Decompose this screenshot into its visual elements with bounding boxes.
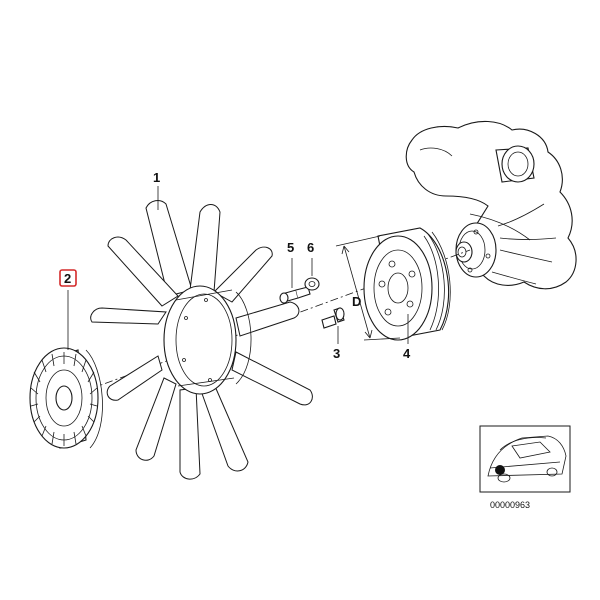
location-marker-dot xyxy=(495,465,505,475)
viscous-fan-clutch xyxy=(29,347,103,449)
callout-1: 1 xyxy=(153,170,160,185)
vehicle-location-inset xyxy=(479,425,571,493)
screw xyxy=(279,286,311,304)
water-pump-outlet xyxy=(495,145,535,183)
clutch-cooling-fins xyxy=(30,352,98,446)
callout-2: 2 xyxy=(64,271,71,286)
callout-2-highlight-box xyxy=(59,269,77,287)
fan xyxy=(90,200,313,480)
bolt xyxy=(321,307,345,329)
pulley xyxy=(363,227,451,341)
inset-reference-code: 00000963 xyxy=(490,500,530,510)
washer xyxy=(304,277,320,291)
water-pump-flange xyxy=(455,222,497,278)
callout-dimension-d: D xyxy=(352,294,361,309)
callout-4: 4 xyxy=(403,346,411,361)
dimension-d xyxy=(335,235,401,341)
callout-5: 5 xyxy=(287,240,294,255)
callout-3: 3 xyxy=(333,346,340,361)
callout-6: 6 xyxy=(307,240,314,255)
